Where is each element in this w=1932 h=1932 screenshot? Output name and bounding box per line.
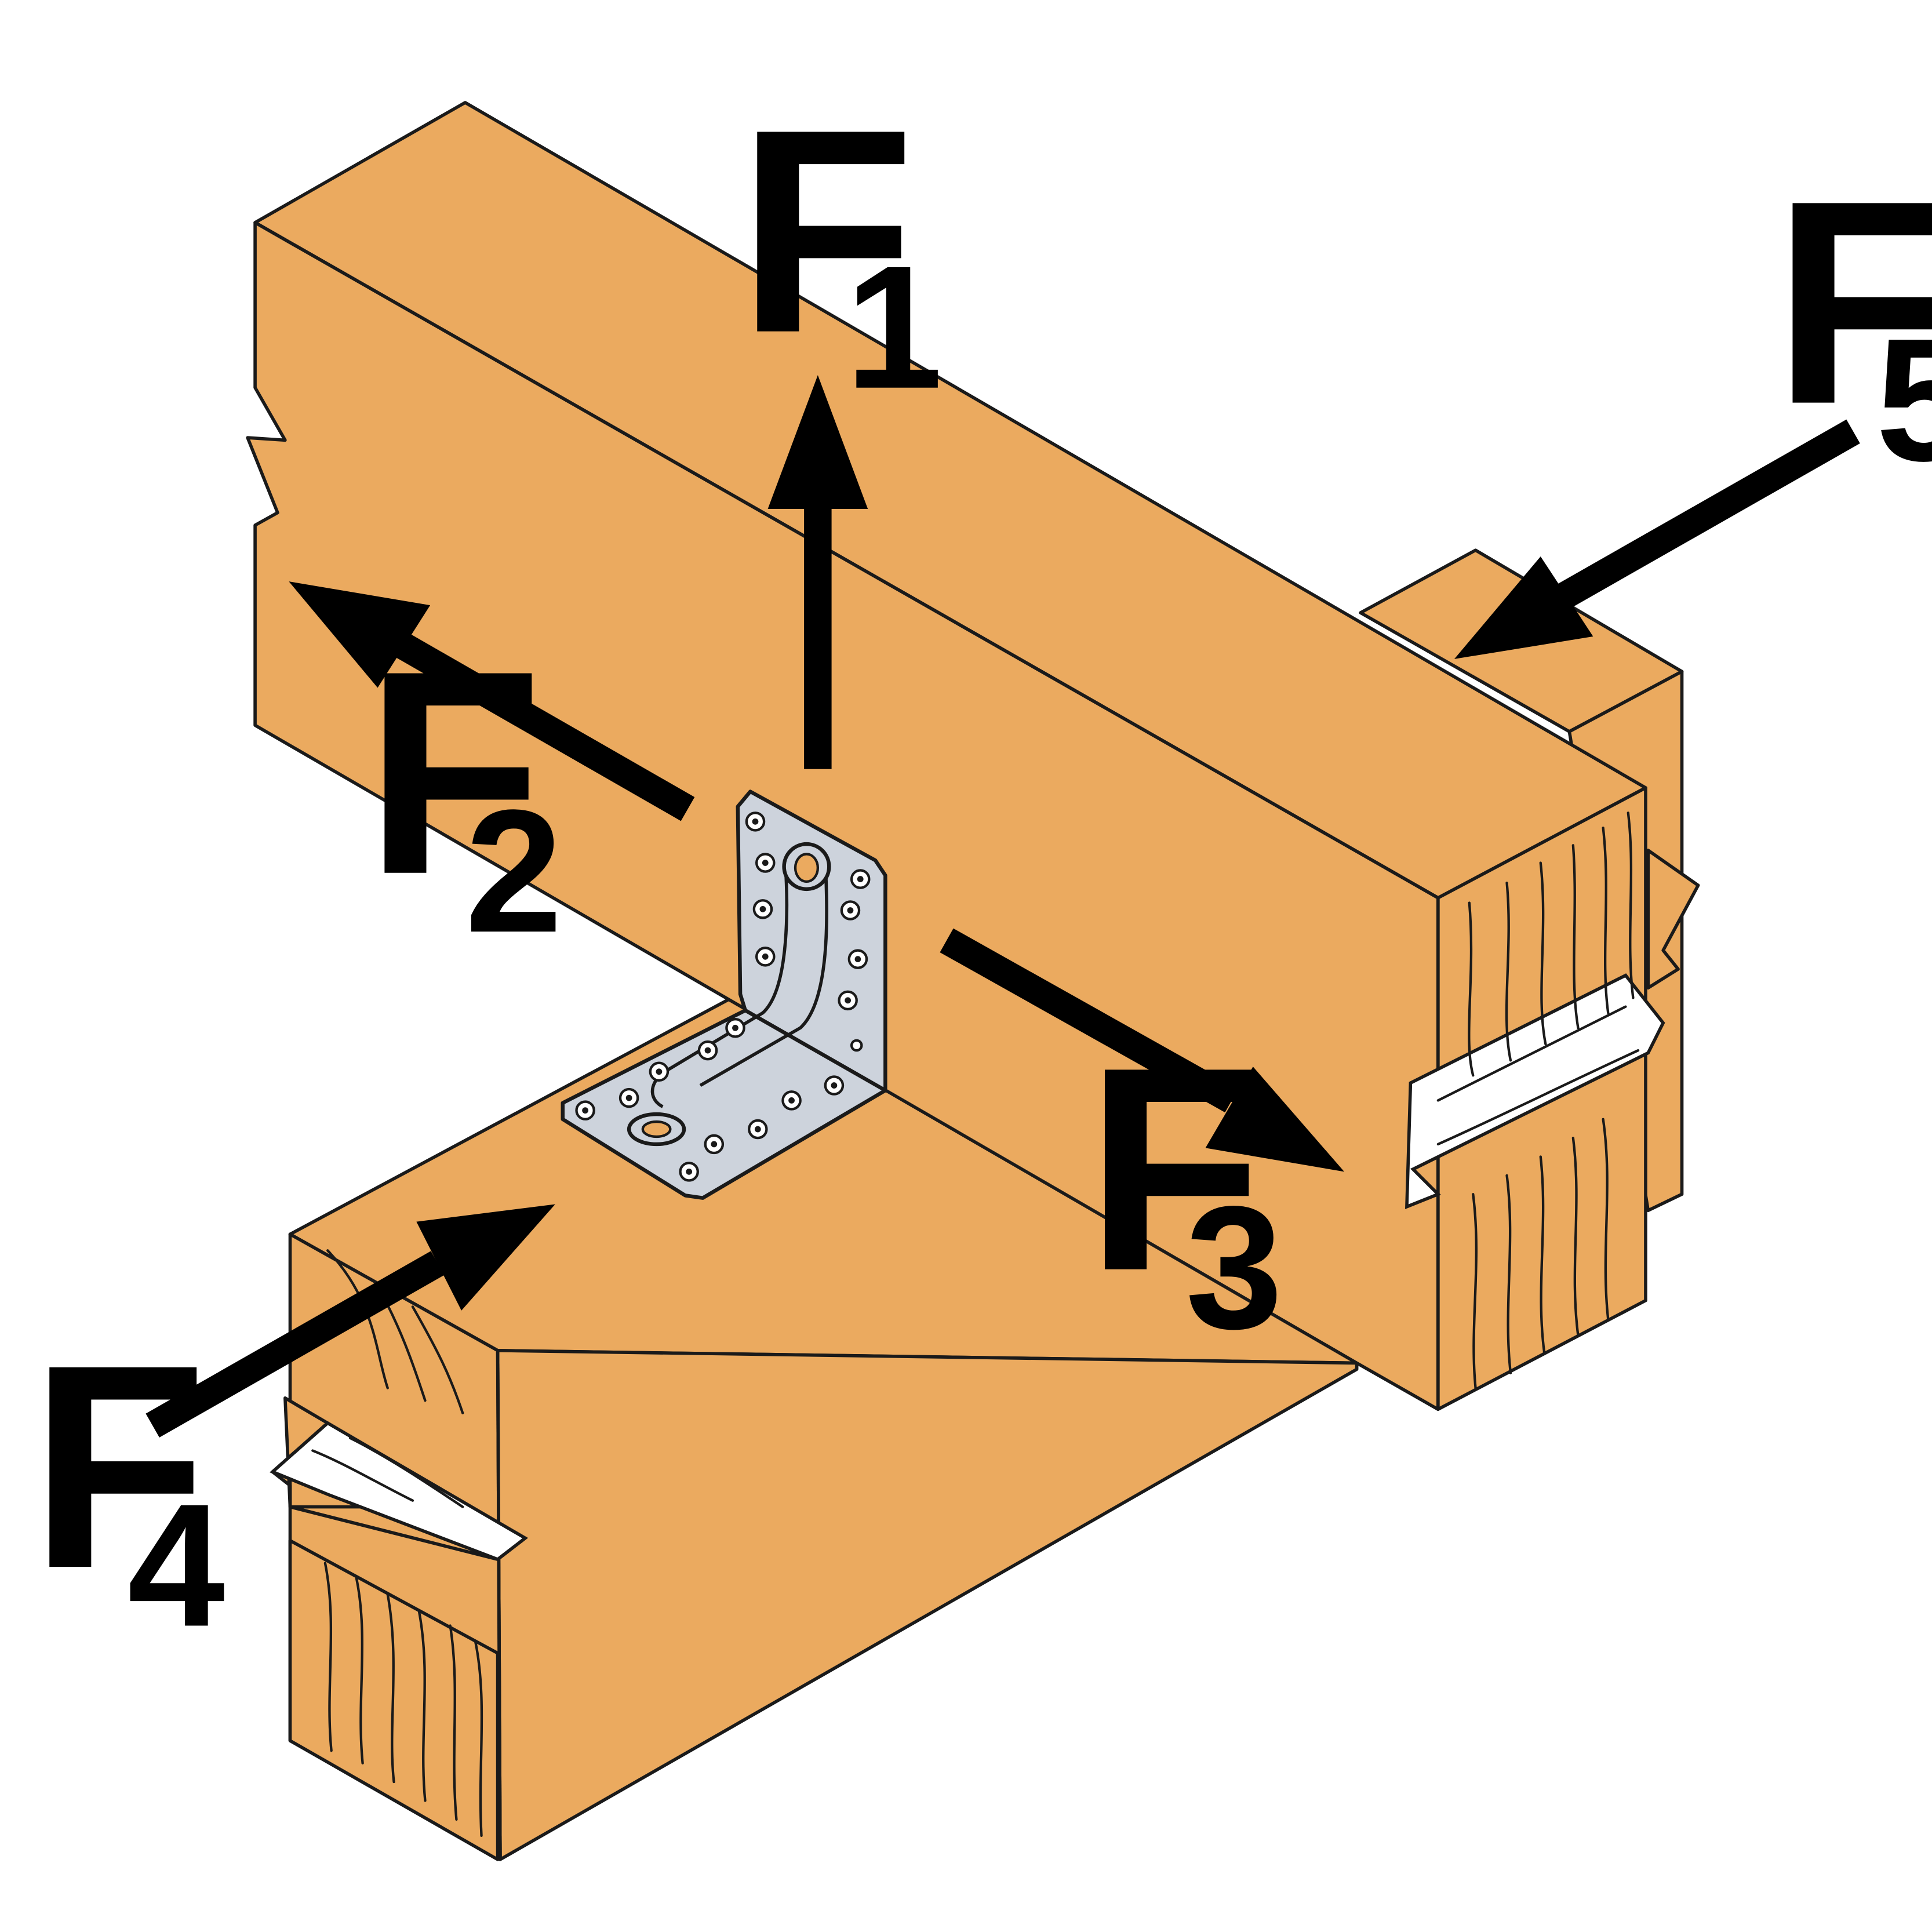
force-label-f2: F 2 xyxy=(365,611,563,969)
force-subscript: 5 xyxy=(1876,303,1932,498)
force-letter: F xyxy=(1086,1007,1263,1331)
force-label-f1: F 1 xyxy=(738,70,943,425)
force-arrow-f2 xyxy=(289,581,695,821)
force-arrow-f4 xyxy=(145,1204,555,1438)
force-subscript: 1 xyxy=(845,230,943,425)
force-letter: F xyxy=(365,611,543,935)
force-arrow-f3 xyxy=(940,928,1345,1172)
force-label-f3: F 3 xyxy=(1086,1007,1283,1366)
force-letter: F xyxy=(738,70,915,394)
force-subscript: 3 xyxy=(1185,1170,1283,1366)
force-label-f5: F 5 xyxy=(1773,141,1932,498)
force-letter: F xyxy=(30,1305,208,1629)
force-arrow-f5 xyxy=(1454,419,1860,659)
lower-timber-beam xyxy=(270,986,1359,1861)
force-subscript: 4 xyxy=(128,1468,226,1663)
angle-bracket xyxy=(561,789,887,1200)
force-label-f4: F 4 xyxy=(30,1305,226,1663)
force-arrow-f1 xyxy=(767,375,868,769)
force-subscript: 2 xyxy=(465,774,563,969)
upper-timber-beam xyxy=(246,101,1700,1411)
force-letter: F xyxy=(1773,141,1932,465)
